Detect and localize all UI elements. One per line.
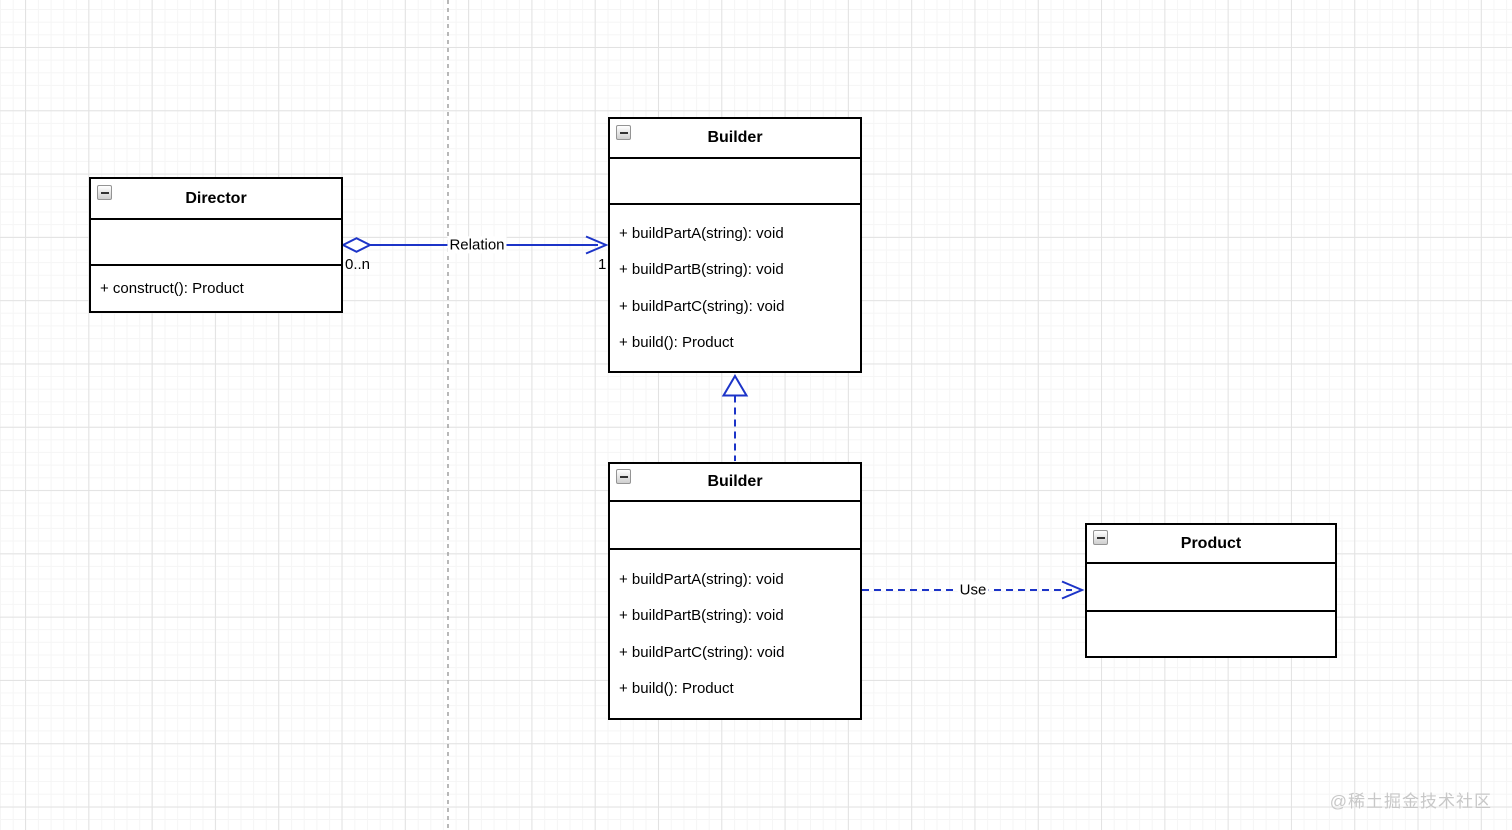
- aggregation-diamond-icon: [340, 237, 373, 253]
- class-box-builder-interface[interactable]: Builder + buildPartA(string): void + bui…: [608, 117, 862, 373]
- class-title: Director: [185, 189, 247, 207]
- minus-glyph: [100, 191, 109, 194]
- method-row: + buildPartA(string): void: [619, 570, 784, 588]
- class-header: Builder: [610, 119, 860, 159]
- methods-section: + construct(): Product: [91, 266, 341, 311]
- hollow-triangle-arrowhead-icon: [721, 374, 749, 397]
- minus-glyph: [619, 475, 628, 478]
- multiplicity-target[interactable]: 1: [598, 256, 607, 273]
- multiplicity-source[interactable]: 0..n: [345, 256, 371, 273]
- class-title: Builder: [707, 129, 763, 146]
- collapse-icon[interactable]: [616, 469, 631, 484]
- watermark-text: @稀土掘金技术社区: [1329, 792, 1492, 811]
- method-row: + buildPartB(string): void: [619, 607, 784, 625]
- edge-label-relation[interactable]: Relation: [447, 236, 507, 254]
- method-row: + buildPartB(string): void: [619, 261, 784, 279]
- methods-section: + buildPartA(string): void + buildPartB(…: [610, 550, 860, 718]
- collapse-icon[interactable]: [616, 125, 631, 140]
- class-title: Builder: [707, 473, 763, 490]
- attributes-section-empty: [91, 220, 341, 266]
- class-box-product[interactable]: Product: [1085, 523, 1337, 658]
- edge-label-use[interactable]: Use: [957, 581, 989, 599]
- method-row: + construct(): Product: [100, 280, 244, 297]
- class-title: Product: [1180, 534, 1242, 552]
- method-row: + buildPartC(string): void: [619, 297, 785, 315]
- minus-glyph: [1096, 536, 1105, 539]
- open-arrowhead-icon: [585, 235, 609, 255]
- attributes-section-empty: [610, 502, 860, 550]
- class-header: Product: [1087, 525, 1335, 564]
- collapse-icon[interactable]: [1093, 530, 1108, 545]
- method-row: + build(): Product: [619, 333, 734, 351]
- attributes-section-empty: [610, 159, 860, 205]
- minus-glyph: [619, 131, 628, 134]
- class-box-director[interactable]: Director + construct(): Product: [89, 177, 343, 313]
- method-row: + build(): Product: [619, 680, 734, 698]
- class-header: Builder: [610, 464, 860, 502]
- collapse-icon[interactable]: [97, 185, 112, 200]
- class-header: Director: [91, 179, 341, 220]
- edge-realization-builder[interactable]: [721, 374, 749, 461]
- edge-dependency-builder-product[interactable]: [862, 580, 1085, 600]
- method-row: + buildPartC(string): void: [619, 643, 785, 661]
- class-box-builder-concrete[interactable]: Builder + buildPartA(string): void + bui…: [608, 462, 862, 720]
- methods-section-empty: [1087, 612, 1335, 656]
- method-row: + buildPartA(string): void: [619, 225, 784, 243]
- methods-section: + buildPartA(string): void + buildPartB(…: [610, 205, 860, 371]
- open-arrowhead-icon: [1061, 580, 1085, 600]
- attributes-section-empty: [1087, 564, 1335, 612]
